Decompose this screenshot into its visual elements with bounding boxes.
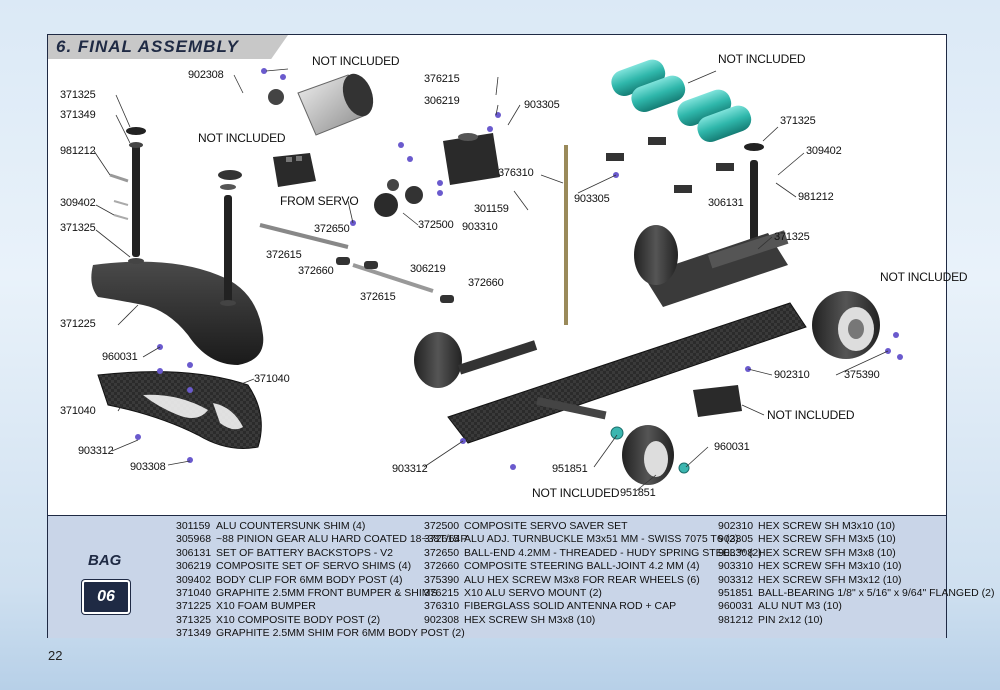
battery-pack (611, 59, 752, 143)
callout-371349: 371349 (60, 109, 96, 121)
callout-372500: 372500 (418, 219, 454, 231)
callout-902310: 902310 (774, 369, 810, 381)
callout-not-included-motor: NOT INCLUDED (312, 54, 400, 68)
callout-951851: 951851 (552, 463, 588, 475)
callout-372650: 372650 (314, 223, 350, 235)
part-row: 305968~88 PINION GEAR ALU HARD COATED 18… (176, 533, 468, 546)
callout-306219: 306219 (410, 263, 446, 275)
receiver-right (693, 385, 742, 417)
callout-306219-b: 306219 (424, 95, 460, 107)
callout-not-included-servo: NOT INCLUDED (198, 131, 286, 145)
bag-number-badge: 06 (82, 580, 130, 614)
callout-902308: 902308 (188, 69, 224, 81)
callout-306131: 306131 (708, 197, 744, 209)
callout-960031-b: 960031 (714, 441, 750, 453)
callout-903308: 903308 (130, 461, 166, 473)
callout-375390: 375390 (844, 369, 880, 381)
callout-903305: 903305 (524, 99, 560, 111)
callout-371325-c: 371325 (780, 115, 816, 127)
page-frame: 6. FINAL ASSEMBLY (47, 34, 994, 641)
bag-label: BAG (88, 552, 122, 569)
callout-960031: 960031 (102, 351, 138, 363)
callout-from-servo: FROM SERVO (280, 194, 359, 208)
foam-bumper (91, 261, 264, 365)
callout-981212: 981212 (60, 145, 96, 157)
callout-309402-b: 309402 (806, 145, 842, 157)
callout-903312-b: 903312 (392, 463, 428, 475)
callout-903312: 903312 (78, 445, 114, 457)
callout-371325: 371325 (60, 89, 96, 101)
assembly-diagram (91, 59, 903, 492)
callout-not-included-receiver: NOT INCLUDED (767, 408, 855, 422)
callout-309402: 309402 (60, 197, 96, 209)
callout-951851-b: 951851 (620, 487, 656, 499)
callout-301159: 301159 (474, 203, 509, 215)
callout-371040-b: 371040 (60, 405, 96, 417)
section-title-bar (48, 35, 288, 59)
callout-371040: 371040 (254, 373, 290, 385)
callout-not-included-wheel-front: NOT INCLUDED (532, 486, 620, 500)
callout-376310: 376310 (498, 167, 534, 179)
callout-372660: 372660 (298, 265, 334, 277)
callout-376215: 376215 (424, 73, 460, 85)
callout-371325-d: 371325 (774, 231, 810, 243)
callout-372660-b: 372660 (468, 277, 504, 289)
section-title: 6. FINAL ASSEMBLY (56, 37, 239, 56)
callout-372615: 372615 (266, 249, 302, 261)
callout-371225: 371225 (60, 318, 96, 330)
callout-not-included-wheel-right: NOT INCLUDED (880, 270, 968, 284)
callout-903305-b: 903305 (574, 193, 610, 205)
receiver (273, 153, 316, 187)
callout-372615-b: 372615 (360, 291, 396, 303)
callout-981212-b: 981212 (798, 191, 834, 203)
callout-371325-b: 371325 (60, 222, 96, 234)
servo (443, 133, 500, 185)
chassis-plate (447, 302, 807, 444)
callout-903310: 903310 (462, 221, 498, 233)
page-number: 22 (48, 648, 63, 663)
callout-not-included-batteries: NOT INCLUDED (718, 52, 806, 66)
